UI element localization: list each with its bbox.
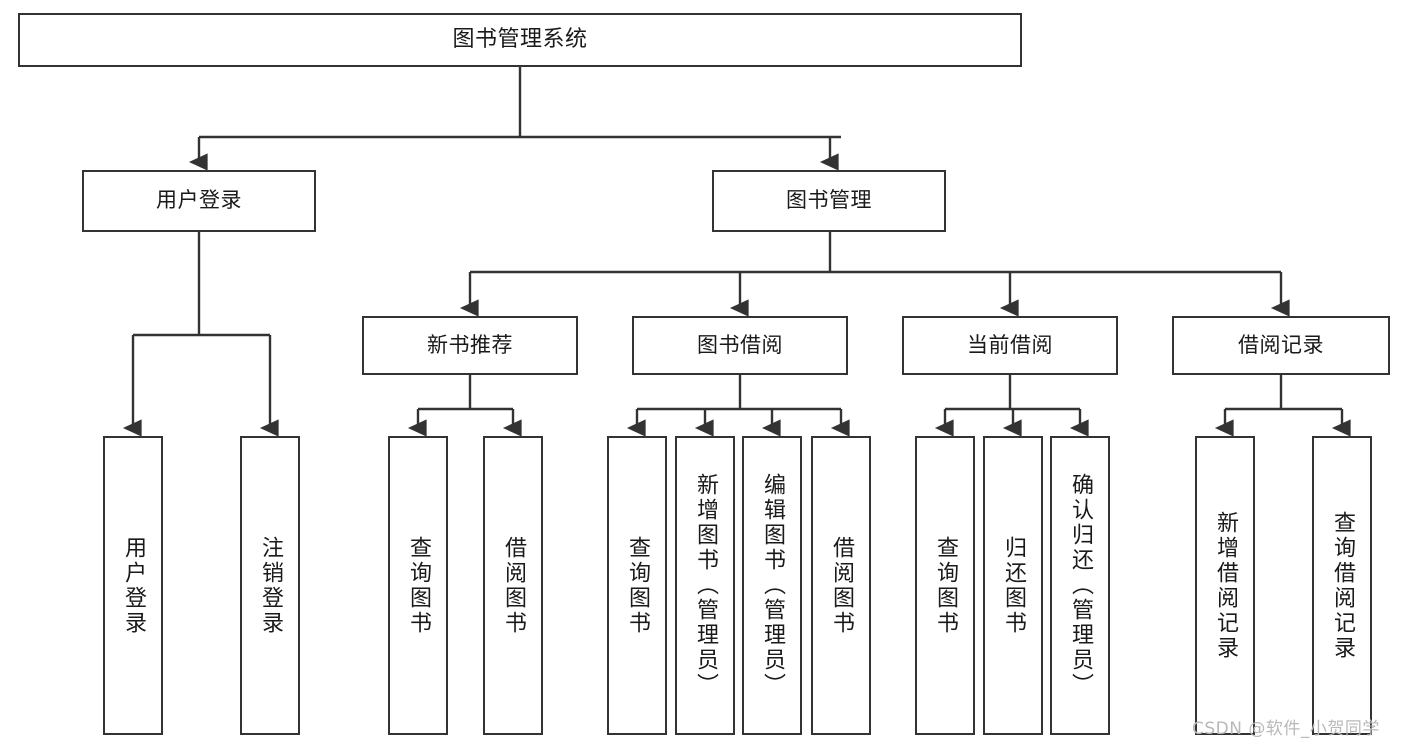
node-leaf-add-book[interactable]: 新增图书（管理员） <box>675 436 735 735</box>
node-root[interactable]: 图书管理系统 <box>18 13 1022 67</box>
node-borrow-record-label: 借阅记录 <box>1238 332 1324 357</box>
node-root-label: 图书管理系统 <box>452 26 588 52</box>
node-book-management[interactable]: 图书管理 <box>712 170 946 232</box>
node-leaf-query-book-1[interactable]: 查询图书 <box>388 436 448 735</box>
node-current-borrow[interactable]: 当前借阅 <box>902 316 1118 375</box>
node-leaf-confirm-return-label: 确认归还（管理员） <box>1068 473 1093 698</box>
node-leaf-borrow-book-2-label: 借阅图书 <box>829 535 854 636</box>
node-leaf-add-record[interactable]: 新增借阅记录 <box>1195 436 1255 735</box>
node-leaf-edit-book-label: 编辑图书（管理员） <box>760 473 785 698</box>
node-leaf-edit-book[interactable]: 编辑图书（管理员） <box>742 436 802 735</box>
node-leaf-borrow-book-2[interactable]: 借阅图书 <box>811 436 871 735</box>
node-leaf-borrow-book-1-label: 借阅图书 <box>501 535 526 636</box>
node-leaf-add-record-label: 新增借阅记录 <box>1213 510 1238 661</box>
node-new-book-recommend[interactable]: 新书推荐 <box>362 316 578 375</box>
node-book-borrow-label: 图书借阅 <box>697 332 783 357</box>
node-new-book-recommend-label: 新书推荐 <box>427 332 513 357</box>
node-leaf-return-book-label: 归还图书 <box>1001 535 1026 636</box>
node-current-borrow-label: 当前借阅 <box>967 332 1053 357</box>
node-leaf-return-book[interactable]: 归还图书 <box>983 436 1043 735</box>
node-leaf-logout-login-label: 注销登录 <box>258 535 283 636</box>
node-leaf-user-login[interactable]: 用户登录 <box>103 436 163 735</box>
node-leaf-add-book-label: 新增图书（管理员） <box>693 473 718 698</box>
node-user-login[interactable]: 用户登录 <box>82 170 316 232</box>
node-book-borrow[interactable]: 图书借阅 <box>632 316 848 375</box>
node-user-login-label: 用户登录 <box>156 188 242 213</box>
node-leaf-borrow-book-1[interactable]: 借阅图书 <box>483 436 543 735</box>
node-leaf-logout-login[interactable]: 注销登录 <box>240 436 300 735</box>
node-leaf-query-book-2[interactable]: 查询图书 <box>607 436 667 735</box>
watermark: CSDN @软件_小贺同学 <box>1192 719 1380 739</box>
node-leaf-query-book-3-label: 查询图书 <box>933 535 958 636</box>
node-leaf-user-login-label: 用户登录 <box>121 535 146 636</box>
node-leaf-query-book-3[interactable]: 查询图书 <box>915 436 975 735</box>
node-book-management-label: 图书管理 <box>786 188 872 213</box>
node-leaf-query-book-2-label: 查询图书 <box>625 535 650 636</box>
node-leaf-confirm-return[interactable]: 确认归还（管理员） <box>1050 436 1110 735</box>
node-borrow-record[interactable]: 借阅记录 <box>1172 316 1390 375</box>
node-leaf-query-record[interactable]: 查询借阅记录 <box>1312 436 1372 735</box>
node-leaf-query-book-1-label: 查询图书 <box>406 535 431 636</box>
node-leaf-query-record-label: 查询借阅记录 <box>1330 510 1355 661</box>
